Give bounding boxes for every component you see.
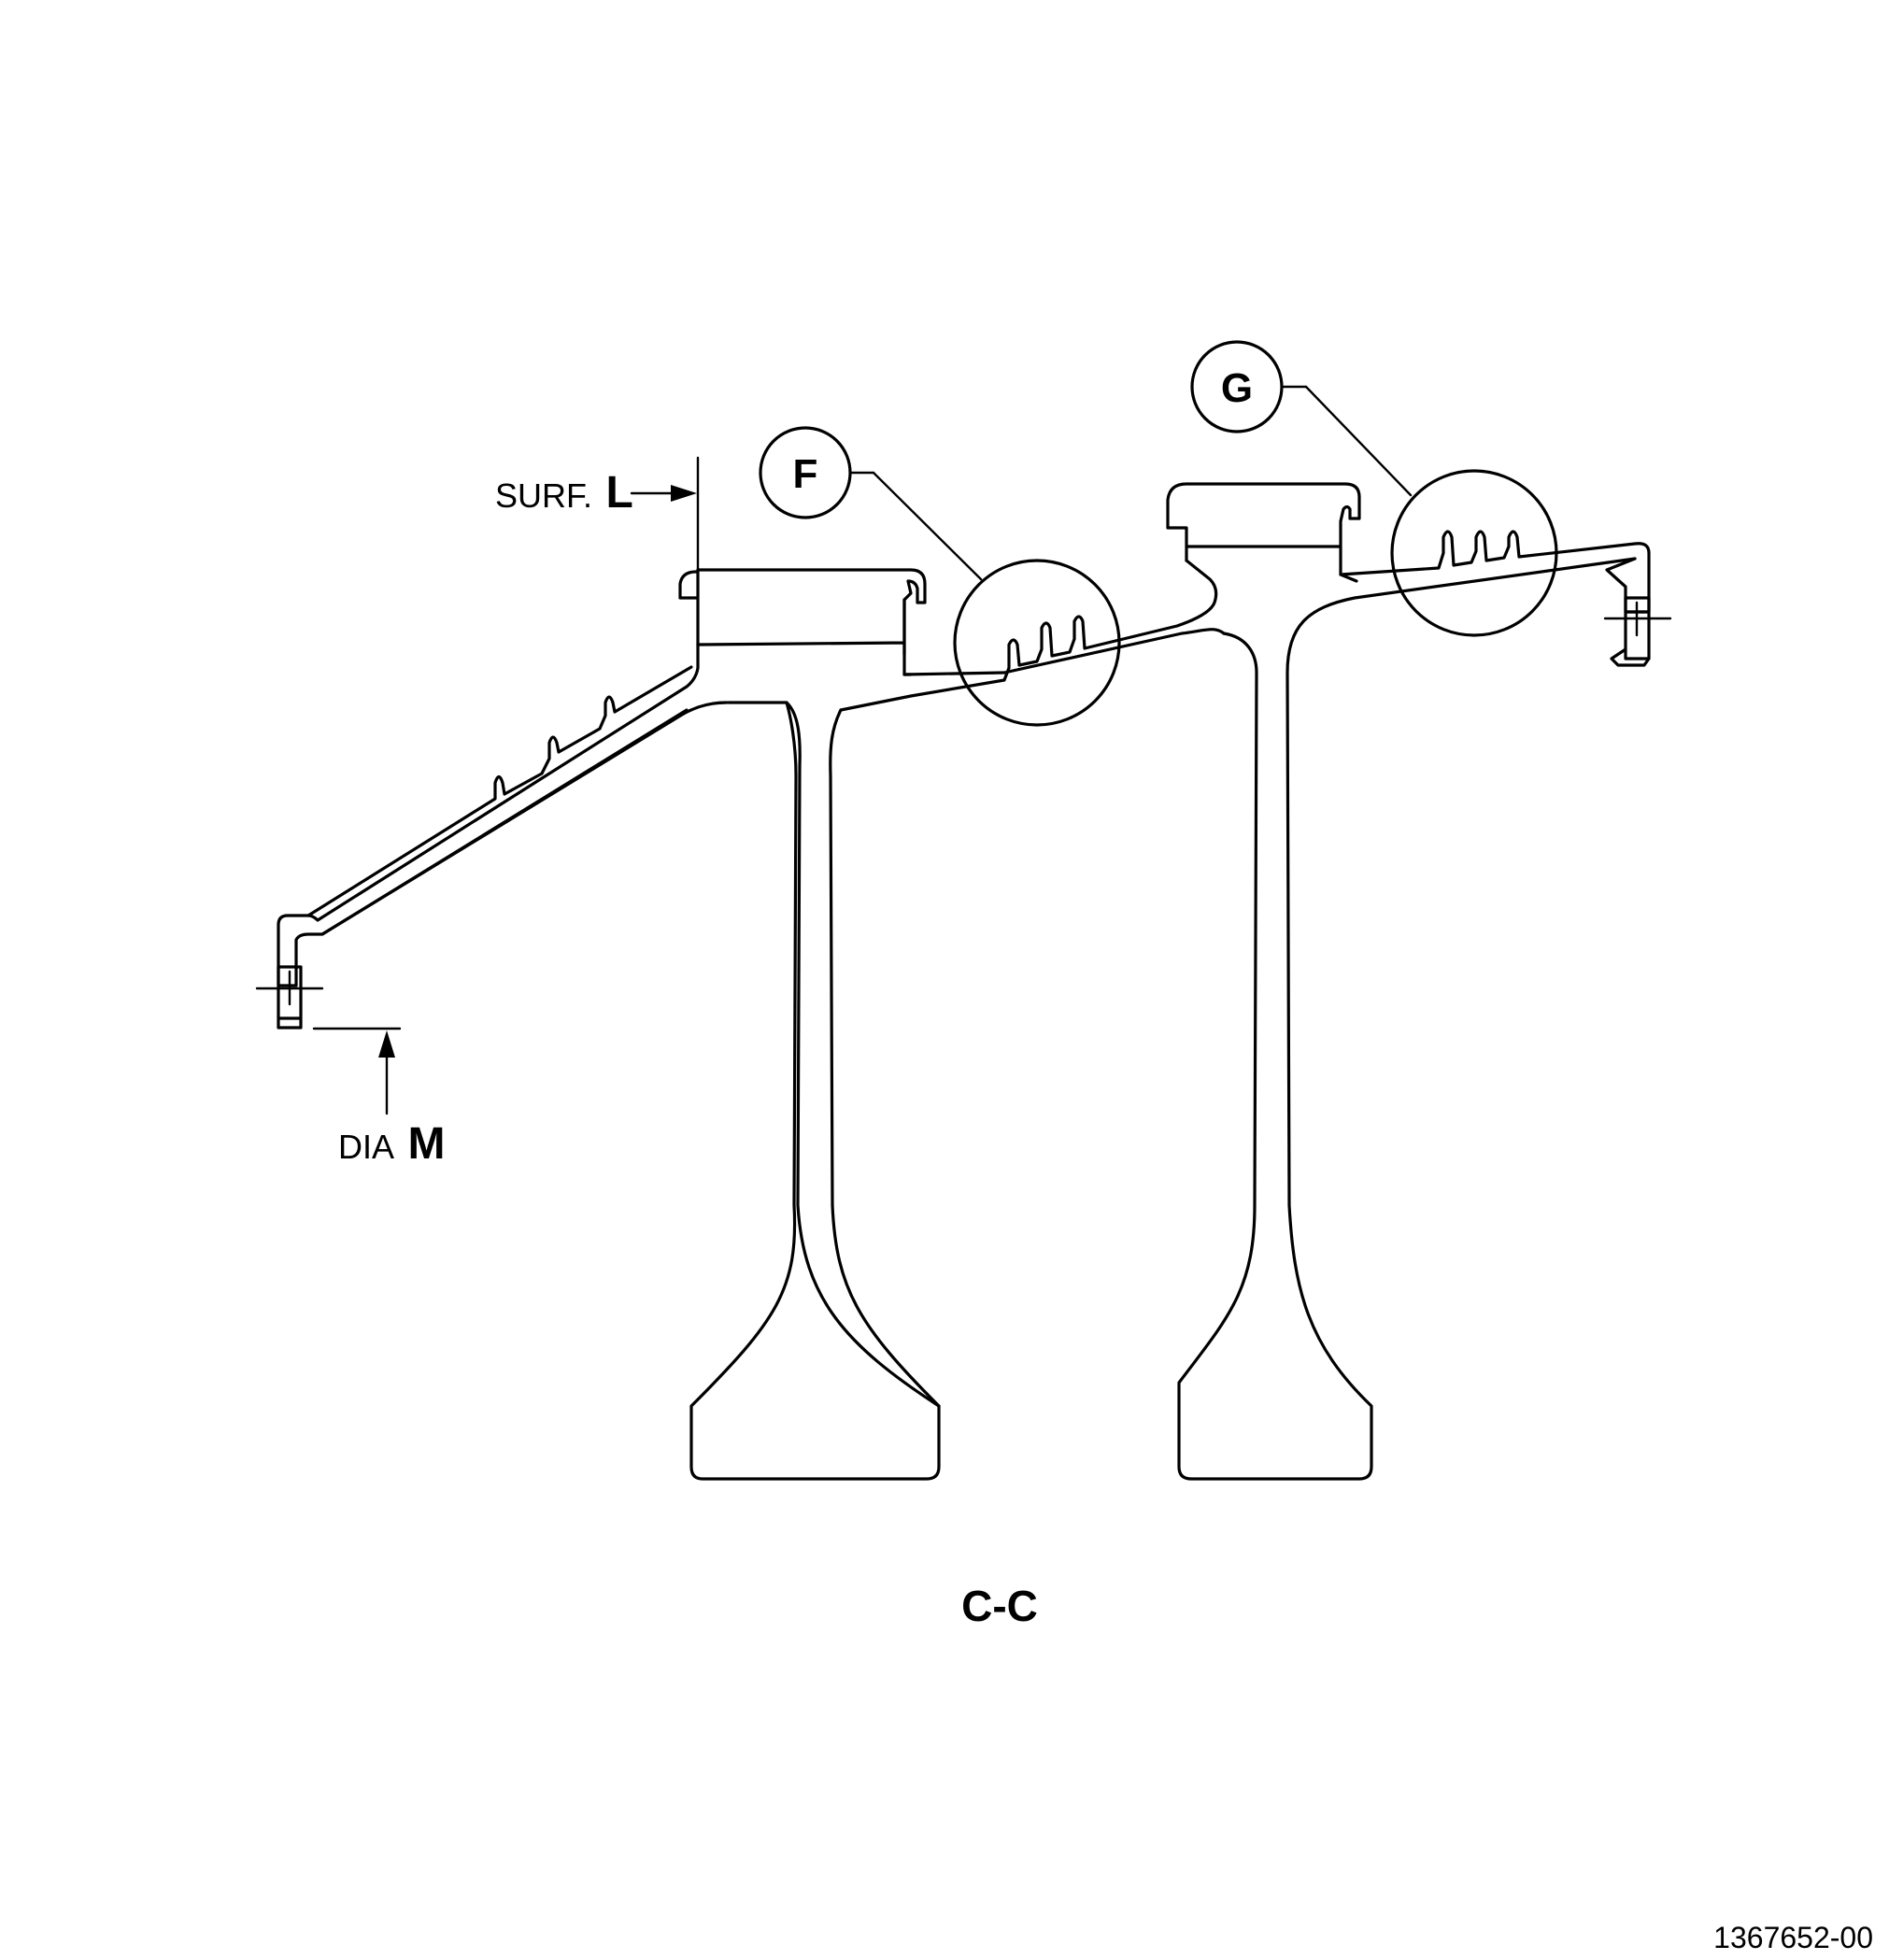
right-disk-web xyxy=(1177,557,1637,1481)
aft-arm xyxy=(1339,530,1651,614)
detail-f-callout xyxy=(759,426,852,519)
forward-flange-bolt xyxy=(277,965,303,1030)
forward-arm-outer xyxy=(306,665,693,917)
surface-l-prefix: SURF. xyxy=(495,476,592,515)
diameter-m-arrowhead xyxy=(378,1030,395,1058)
detail-f-leader-diag xyxy=(872,471,983,581)
interstage-arm-inner xyxy=(902,628,1226,676)
detail-f-letter: F xyxy=(793,451,818,497)
detail-g-callout xyxy=(1190,340,1284,433)
detail-g-letter: G xyxy=(1221,365,1253,411)
forward-arm-inner xyxy=(320,708,689,936)
left-platform xyxy=(678,568,927,656)
surface-l-arrowhead xyxy=(671,485,697,502)
diameter-m-prefix: DIA xyxy=(338,1128,394,1166)
diameter-m-letter: M xyxy=(407,1119,445,1169)
detail-g-circle xyxy=(1390,469,1558,637)
aft-flange-bolt xyxy=(1610,596,1651,667)
left-platform-lower xyxy=(696,598,913,676)
right-platform xyxy=(1166,482,1361,583)
left-disk-web xyxy=(689,701,941,1481)
surface-l-letter: L xyxy=(605,468,632,518)
forward-arm xyxy=(277,643,729,987)
detail-g-leader-diag xyxy=(1304,385,1413,497)
interstage-arm xyxy=(839,559,1218,712)
detail-f-circle xyxy=(953,559,1121,727)
left-disk-inner xyxy=(727,701,941,1408)
section-title: C-C xyxy=(961,1582,1038,1630)
surface-l-label: SURF. L xyxy=(495,468,633,518)
diameter-m-label: DIA M xyxy=(338,1119,445,1169)
figure-number: 1367652-00 xyxy=(1713,1921,1873,1954)
